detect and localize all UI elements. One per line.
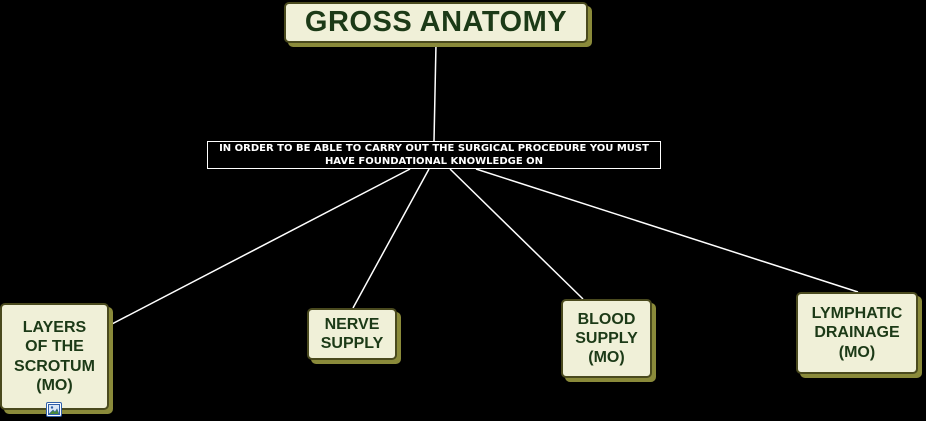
node-nerve-label: NERVE SUPPLY (320, 315, 384, 352)
node-layers-of-scrotum[interactable]: LAYERS OF THE SCROTUM (MO) (0, 303, 109, 410)
node-lymphatic-drainage[interactable]: LYMPHATIC DRAINAGE (MO) (796, 292, 918, 374)
image-icon[interactable] (46, 402, 62, 417)
node-blood-label: BLOOD SUPPLY (MO) (575, 310, 638, 367)
connector-intro-to-blood (449, 168, 584, 300)
connector-intro-to-layers (109, 168, 411, 326)
intro-label: IN ORDER TO BE ABLE TO CARRY OUT THE SUR… (219, 143, 649, 167)
node-blood-supply[interactable]: BLOOD SUPPLY (MO) (561, 299, 652, 378)
connector-title-to-intro (433, 43, 437, 142)
connector-intro-to-lymphatic (475, 168, 859, 293)
node-layers-label: LAYERS OF THE SCROTUM (MO) (14, 319, 95, 394)
intro-node[interactable]: IN ORDER TO BE ABLE TO CARRY OUT THE SUR… (207, 141, 661, 169)
connector-intro-to-nerve (352, 168, 430, 309)
title-label: GROSS ANATOMY (304, 6, 568, 39)
node-lymphatic-label: LYMPHATIC DRAINAGE (MO) (811, 305, 903, 361)
title-node[interactable]: GROSS ANATOMY (284, 2, 588, 43)
node-nerve-supply[interactable]: NERVE SUPPLY (307, 308, 397, 360)
